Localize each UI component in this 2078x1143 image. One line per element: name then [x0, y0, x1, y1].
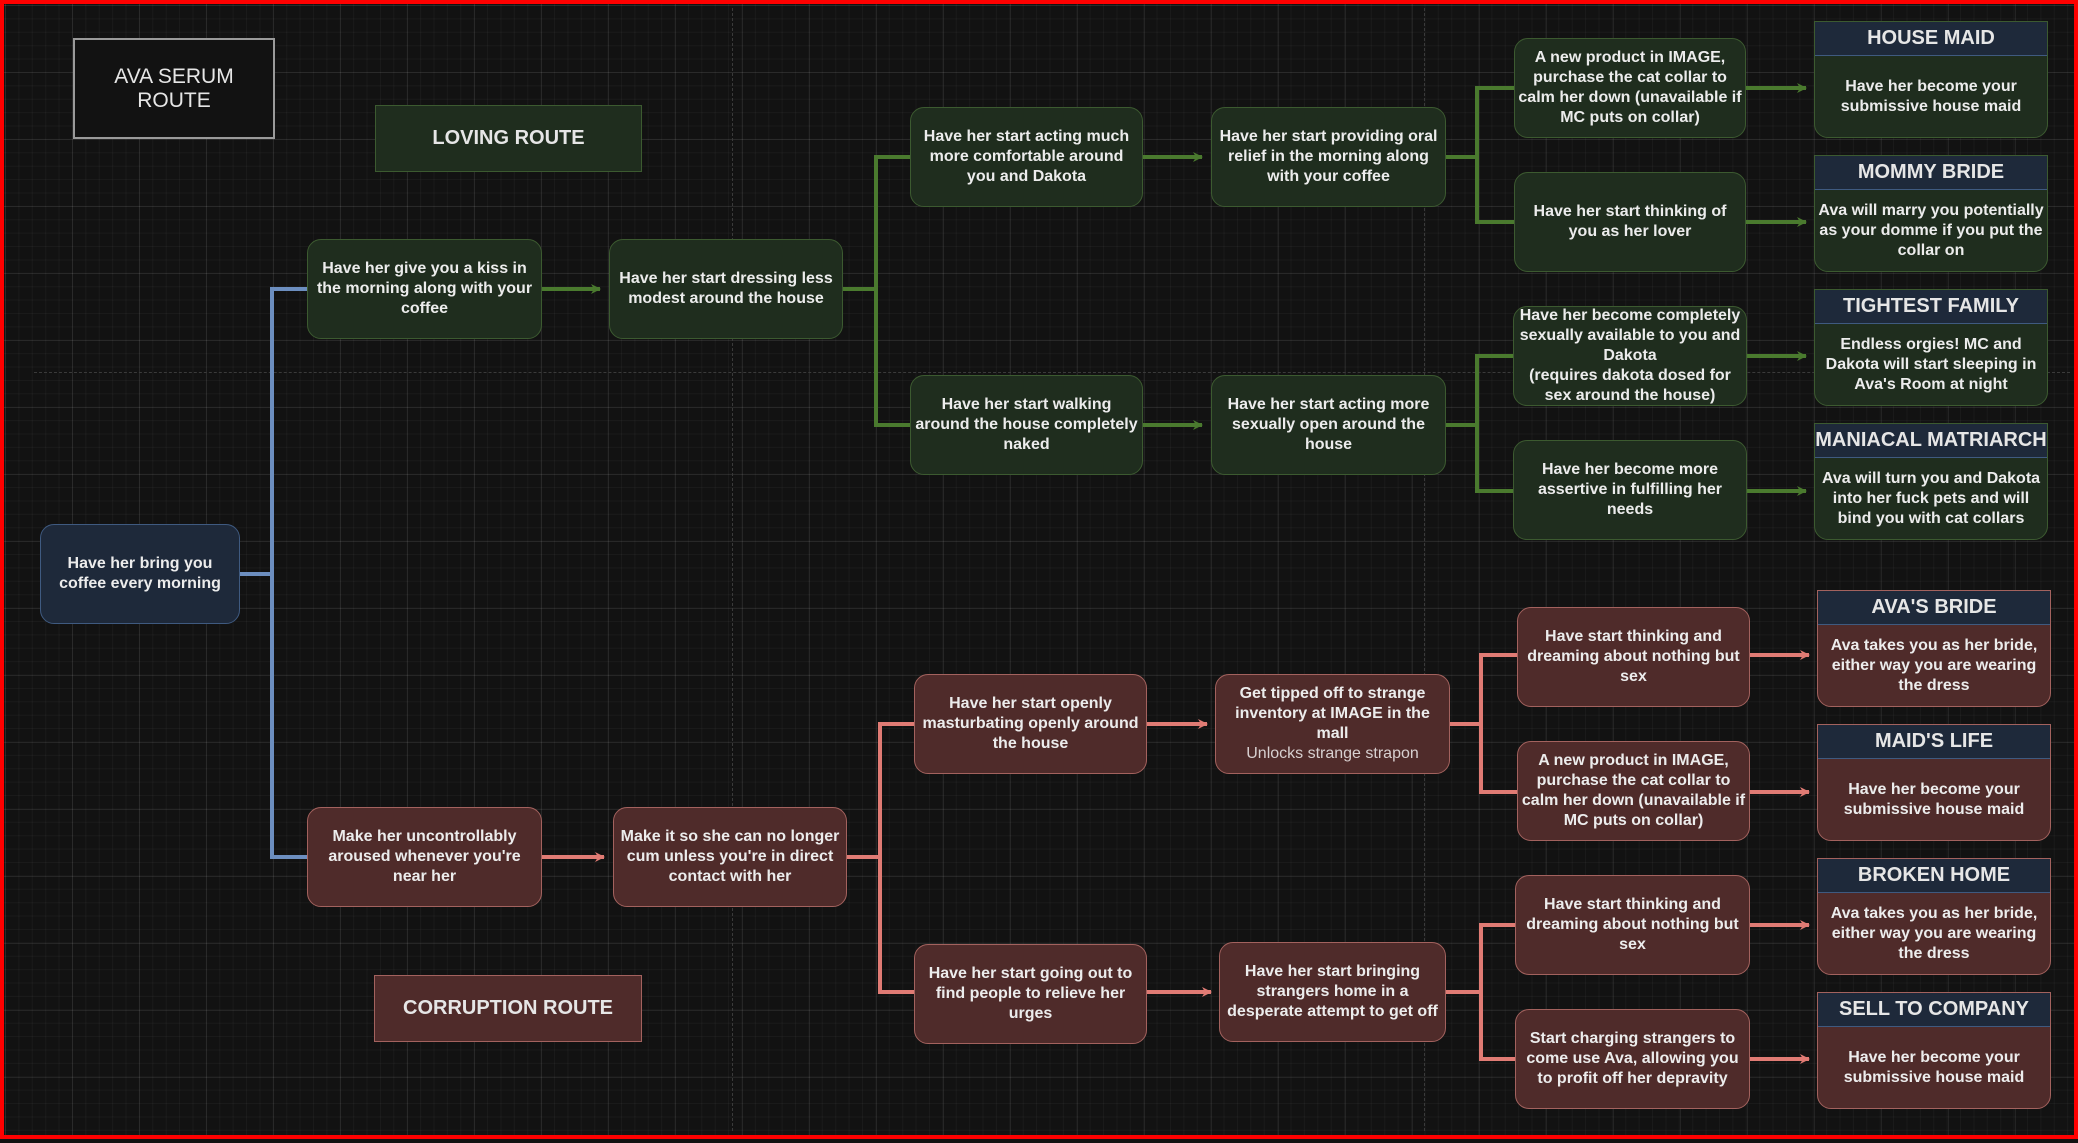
link-sexually-open-to-available — [1446, 354, 1514, 427]
link-coffee-to-aroused — [270, 574, 307, 859]
node-tipped-off-text: Get tipped off to strange inventory at I… — [1235, 685, 1430, 742]
page-break-vertical — [732, 8, 733, 1131]
ending-sell-to-company[interactable]: SELL TO COMPANY Have her become your sub… — [1817, 992, 2051, 1109]
ending-description: Ava will marry you potentially as your d… — [1818, 201, 2044, 259]
link-tipped-off-to-collar — [1479, 724, 1517, 794]
node-assertive[interactable]: Have her become more assertive in fulfil… — [1513, 440, 1747, 540]
ending-title: HOUSE MAID — [1815, 22, 2047, 56]
node-tipped-off[interactable]: Get tipped off to strange inventory at I… — [1215, 674, 1450, 774]
loving-route-label: LOVING ROUTE — [375, 105, 642, 172]
node-aroused[interactable]: Make her uncontrollably aroused whenever… — [307, 807, 542, 907]
node-sexually-open[interactable]: Have her start acting more sexually open… — [1211, 375, 1446, 475]
ending-house-maid[interactable]: HOUSE MAID Have her become your submissi… — [1814, 21, 2048, 138]
ending-mommy-bride[interactable]: MOMMY BRIDE Ava will marry you potential… — [1814, 155, 2048, 272]
node-no-cum[interactable]: Make it so she can no longer cum unless … — [613, 807, 847, 907]
node-going-out[interactable]: Have her start going out to find people … — [914, 944, 1147, 1044]
ending-avas-bride[interactable]: AVA'S BRIDE Ava takes you as her bride, … — [1817, 590, 2051, 707]
node-available[interactable]: Have her become completely sexually avai… — [1513, 306, 1747, 406]
node-corruption-collar[interactable]: A new product in IMAGE, purchase the cat… — [1517, 741, 1750, 841]
ending-description: Ava takes you as her bride, either way y… — [1830, 636, 2038, 694]
ending-description: Have her become your submissive house ma… — [1843, 1048, 2025, 1086]
link-dressing-to-comfortable — [843, 155, 910, 291]
ending-title: SELL TO COMPANY — [1818, 993, 2050, 1027]
node-loving-collar[interactable]: A new product in IMAGE, purchase the cat… — [1514, 38, 1746, 138]
ending-description: Have her become your submissive house ma… — [1840, 77, 2022, 115]
diagram-title: AVA SERUM ROUTE — [73, 38, 275, 139]
node-coffee[interactable]: Have her bring you coffee every morning — [40, 524, 240, 624]
ending-title: TIGHTEST FAMILY — [1815, 290, 2047, 324]
ending-title: MANIACAL MATRIARCH — [1815, 424, 2047, 458]
node-dressing[interactable]: Have her start dressing less modest arou… — [609, 239, 843, 339]
link-sexually-open-to-assertive — [1475, 425, 1514, 493]
link-strangers-to-charging — [1479, 992, 1515, 1061]
ending-broken-home[interactable]: BROKEN HOME Ava takes you as her bride, … — [1817, 858, 2051, 975]
link-oral-to-lover — [1475, 157, 1514, 224]
node-naked[interactable]: Have her start walking around the house … — [910, 375, 1143, 475]
node-lover[interactable]: Have her start thinking of you as her lo… — [1514, 172, 1746, 272]
node-dreaming-b[interactable]: Have start thinking and dreaming about n… — [1515, 875, 1750, 975]
page-break-horizontal — [34, 372, 2070, 373]
link-no-cum-to-masturbating — [847, 722, 914, 859]
ending-tightest-family[interactable]: TIGHTEST FAMILY Endless orgies! MC and D… — [1814, 289, 2048, 406]
ending-title: BROKEN HOME — [1818, 859, 2050, 893]
ending-title: AVA'S BRIDE — [1818, 591, 2050, 625]
link-oral-to-collar — [1446, 86, 1514, 159]
ending-description: Ava takes you as her bride, either way y… — [1830, 904, 2038, 962]
link-tipped-off-to-dreaming — [1450, 653, 1517, 726]
node-tipped-off-note: Unlocks strange strapon — [1246, 745, 1419, 762]
node-comfortable[interactable]: Have her start acting much more comforta… — [910, 107, 1143, 207]
node-kiss[interactable]: Have her give you a kiss in the morning … — [307, 239, 542, 339]
node-strangers-home[interactable]: Have her start bringing strangers home i… — [1219, 942, 1446, 1042]
link-no-cum-to-going-out — [878, 857, 914, 994]
node-oral[interactable]: Have her start providing oral relief in … — [1211, 107, 1446, 207]
ending-maniacal-matriarch[interactable]: MANIACAL MATRIARCH Ava will turn you and… — [1814, 423, 2048, 540]
ending-description: Endless orgies! MC and Dakota will start… — [1825, 335, 2037, 393]
node-masturbating[interactable]: Have her start openly masturbating openl… — [914, 674, 1147, 774]
node-charging[interactable]: Start charging strangers to come use Ava… — [1515, 1009, 1750, 1109]
link-coffee-to-kiss — [240, 287, 307, 576]
ending-description: Ava will turn you and Dakota into her fu… — [1821, 469, 2041, 527]
link-strangers-to-dreaming — [1446, 923, 1515, 994]
link-dressing-to-naked — [874, 289, 910, 427]
corruption-route-label: CORRUPTION ROUTE — [374, 975, 642, 1042]
ending-description: Have her become your submissive house ma… — [1843, 780, 2025, 818]
page-break-vertical — [1424, 8, 1425, 1131]
ending-maids-life[interactable]: MAID'S LIFE Have her become your submiss… — [1817, 724, 2051, 841]
ending-title: MOMMY BRIDE — [1815, 156, 2047, 190]
node-dreaming-a[interactable]: Have start thinking and dreaming about n… — [1517, 607, 1750, 707]
ending-title: MAID'S LIFE — [1818, 725, 2050, 759]
